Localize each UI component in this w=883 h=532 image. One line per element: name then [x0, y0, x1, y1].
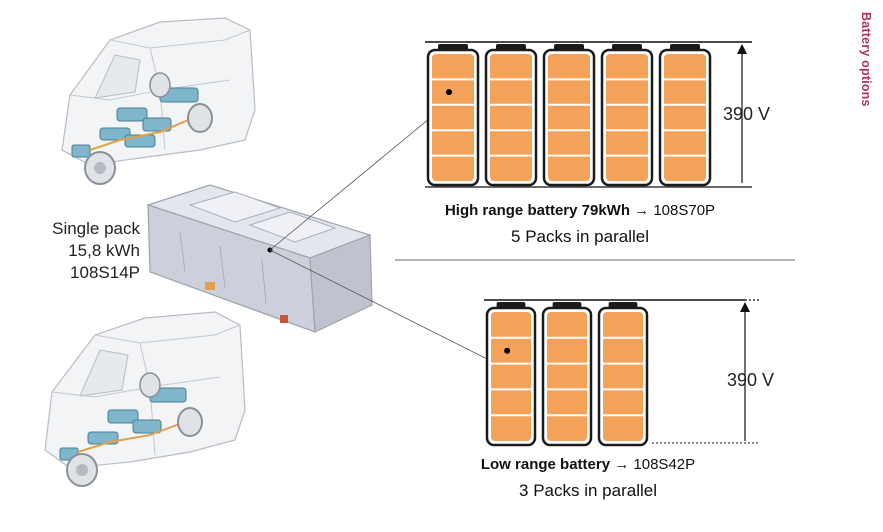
low-range-pack-dot	[504, 347, 511, 354]
high-range-voltage: 390 V	[723, 104, 771, 124]
high-range-packs: 5 Packs in parallel	[511, 227, 649, 246]
section-side-label: Battery options	[859, 12, 873, 107]
high-range-module-cells	[606, 54, 648, 181]
van-illustration-top	[61, 17, 256, 185]
low-range-caption: Low range battery → 108S42P 3 Packs in p…	[418, 456, 758, 501]
single-pack-line2: 15,8 kWh	[68, 241, 140, 260]
battery-module-icon	[484, 44, 538, 187]
low-range-config: 108S42P	[633, 456, 696, 473]
battery-module-icon	[600, 44, 654, 187]
high-range-caption: High range battery 79kWh → 108S70P 5 Pac…	[400, 202, 760, 247]
high-range-module-cells	[432, 54, 474, 181]
battery-module-icon	[658, 44, 712, 187]
high-range-module-cells	[664, 54, 706, 181]
battery-pack-illustration	[146, 184, 373, 333]
low-range-modules	[485, 302, 649, 447]
battery-module-icon	[542, 44, 596, 187]
battery-module-icon	[597, 302, 649, 447]
battery-module-icon	[485, 302, 537, 447]
low-range-module-cells	[491, 312, 531, 441]
arrow-head-up-icon	[737, 44, 747, 54]
battery-module-icon	[426, 44, 480, 187]
connector-line-top	[269, 99, 453, 251]
low-range-module-cells	[603, 312, 643, 441]
low-range-voltage: 390 V	[727, 370, 775, 390]
battery-module-icon	[541, 302, 593, 447]
high-range-name: High range battery 79kWh	[444, 202, 630, 219]
connector-line-bottom	[269, 249, 506, 369]
arrow-head-up-icon	[740, 302, 750, 312]
van-illustration-bottom	[44, 311, 246, 487]
arrow-right-icon: →	[614, 456, 630, 473]
single-pack-label: Single pack 15,8 kWh 108S14P	[20, 218, 140, 284]
low-range-name: Low range battery	[480, 456, 611, 473]
arrow-right-icon: →	[634, 202, 650, 219]
high-range-pack-dot	[446, 89, 452, 96]
single-pack-line3: 108S14P	[70, 263, 140, 282]
high-range-modules	[426, 44, 712, 187]
low-range-module-cells	[547, 312, 587, 441]
high-range-module-cells	[490, 54, 532, 181]
high-range-module-cells	[548, 54, 590, 181]
high-range-config: 108S70P	[653, 202, 716, 219]
low-range-packs: 3 Packs in parallel	[519, 481, 657, 500]
single-pack-line1: Single pack	[52, 219, 140, 238]
